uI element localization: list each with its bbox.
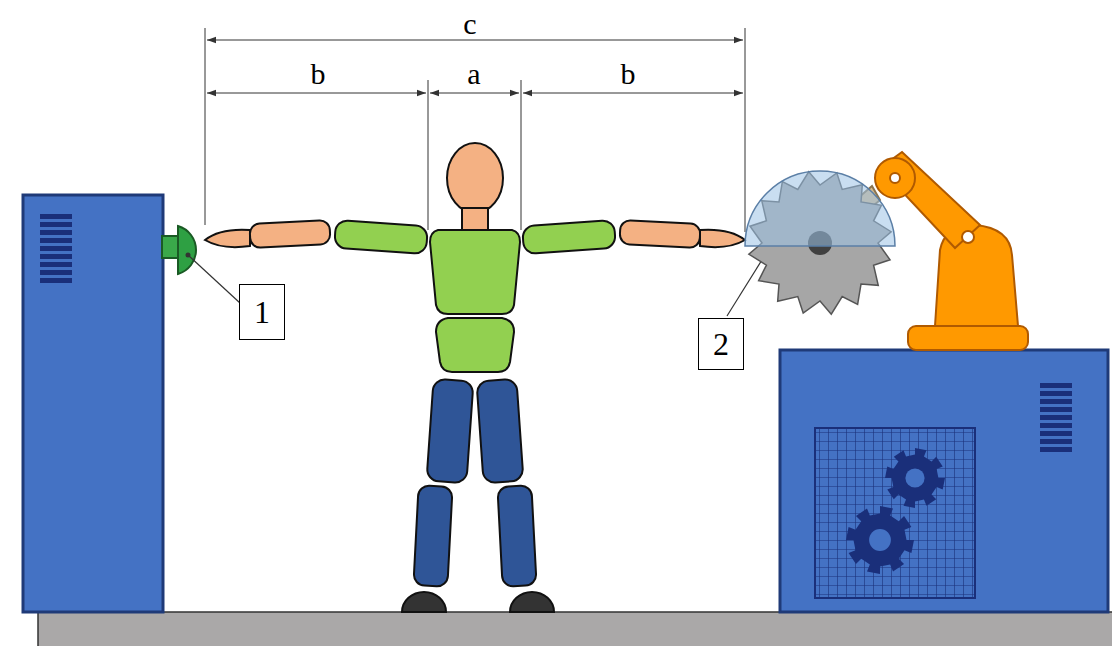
foot [402, 592, 446, 612]
vent-slot [40, 214, 72, 219]
circular-saw [745, 171, 895, 314]
cabinet-body [23, 195, 163, 612]
upper-arm [334, 220, 428, 254]
thigh [476, 379, 523, 484]
torso [430, 230, 520, 314]
vent-slot [40, 222, 72, 227]
machine-base [780, 350, 1108, 612]
gear-hole [869, 529, 891, 551]
dimension-label: b [621, 59, 636, 89]
joint-pin [890, 173, 900, 183]
control-cabinet [23, 195, 163, 612]
dimension-line [207, 40, 743, 41]
forearm [249, 220, 330, 248]
leader-line [727, 255, 765, 316]
head [447, 143, 503, 213]
vent-slot [1040, 399, 1072, 404]
hips [436, 318, 514, 372]
forearm [619, 220, 700, 248]
vent [40, 214, 72, 283]
grid-window [815, 428, 975, 598]
button-cap [178, 226, 196, 274]
blade-guard [745, 171, 895, 246]
extension-line [205, 28, 206, 225]
floor [38, 612, 1112, 646]
foot [510, 592, 554, 612]
callout-box: 2 [698, 318, 744, 370]
dimension-line [523, 93, 743, 94]
joint-pin [962, 231, 974, 243]
vent-slot [40, 262, 72, 267]
vent [1040, 383, 1072, 452]
leader-dot [186, 253, 191, 258]
vent-slot [1040, 415, 1072, 420]
extension-line [428, 80, 429, 230]
vent-slot [1040, 407, 1072, 412]
dimension-lines [205, 28, 745, 232]
vent-slot [40, 246, 72, 251]
vent-slot [40, 278, 72, 283]
callout-number: 2 [713, 328, 729, 360]
grid-window [815, 428, 975, 598]
gear [846, 506, 914, 574]
gear-icons [846, 448, 945, 574]
callout-box: 1 [239, 284, 285, 340]
shin [497, 485, 536, 587]
leader-line [188, 255, 240, 303]
hand [700, 230, 745, 247]
vent-slot [1040, 383, 1072, 388]
vent-slot [40, 238, 72, 243]
dimension-label: c [463, 9, 476, 39]
vent-slot [40, 254, 72, 259]
vent-slot [40, 230, 72, 235]
extension-line [745, 28, 746, 232]
gear [885, 448, 945, 508]
upper-arm [522, 220, 616, 254]
thigh [426, 379, 473, 484]
robot-base [908, 326, 1028, 350]
hand [205, 230, 250, 247]
shin [413, 485, 452, 587]
dimension-line [430, 93, 519, 94]
vent-slot [1040, 447, 1072, 452]
vent-slot [1040, 439, 1072, 444]
dimension-label: b [311, 59, 326, 89]
emergency-stop-button [162, 226, 196, 274]
vent-slot [40, 270, 72, 275]
dimension-line [207, 93, 426, 94]
vent-slot [1040, 391, 1072, 396]
vent-slot [1040, 423, 1072, 428]
machine-body [780, 350, 1108, 612]
vent-slot [1040, 431, 1072, 436]
gear-hole [905, 468, 924, 487]
dimension-label: a [467, 59, 480, 89]
robot-joint [875, 158, 915, 198]
extension-line [521, 80, 522, 230]
callout-number: 1 [254, 296, 270, 328]
person [205, 143, 745, 612]
